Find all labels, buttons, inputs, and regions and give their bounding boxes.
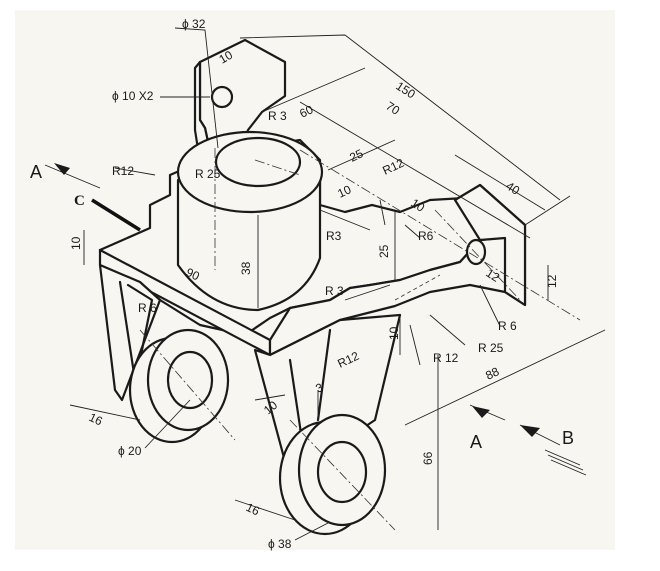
view-labels: A C A B — [30, 162, 574, 452]
boss-bore — [214, 136, 302, 188]
dim-r6-right: R 6 — [498, 319, 517, 333]
dim-10-mid: 10 — [335, 182, 353, 200]
dim-16-left: 16 — [87, 410, 105, 428]
dim-10-top: 10 — [217, 48, 236, 67]
dimension-lines — [69, 27, 606, 541]
dim-r6-left: R 6 — [138, 301, 157, 315]
dim-phi38: ϕ 38 — [268, 537, 292, 551]
section-c-line — [91, 198, 141, 232]
dim-phi10x2: ϕ 10 X2 — [112, 89, 154, 103]
view-c-label: C — [74, 193, 85, 209]
dim-16-bottom: 16 — [244, 500, 262, 518]
view-a-right-label: A — [470, 432, 482, 452]
dim-r12-left: R12 — [112, 164, 134, 178]
dim-25-top: 25 — [347, 146, 365, 164]
view-b-label: B — [562, 428, 574, 448]
arrow-b-hatch — [544, 449, 587, 476]
dim-12-right: 12 — [545, 274, 559, 288]
right-lug — [453, 183, 527, 307]
dim-r12-right: R 12 — [433, 351, 459, 365]
dim-r25-right: R 25 — [478, 341, 504, 355]
center-lines — [139, 148, 581, 531]
dim-phi32: ϕ 32 — [182, 17, 206, 31]
arrow-a-left-line — [44, 164, 101, 189]
dim-r3-mid: R3 — [326, 229, 342, 243]
dim-phi20: ϕ 20 — [118, 444, 142, 458]
view-arrows — [44, 163, 587, 476]
arrow-a-right-head — [472, 406, 490, 418]
dim-r3-top: R 3 — [268, 109, 287, 123]
dim-25-vert: 25 — [377, 244, 391, 258]
arrow-a-left-head — [54, 163, 70, 175]
left-upright-hole — [210, 85, 234, 109]
arrow-b-head — [520, 425, 540, 437]
dim-r6-top: R6 — [418, 229, 434, 243]
dim-r25-boss: R 25 — [195, 167, 221, 181]
right-lug-hole — [465, 238, 487, 266]
part-body — [98, 38, 527, 536]
dim-10-left: 10 — [69, 236, 83, 250]
dim-66: 66 — [421, 451, 435, 465]
left-wheel-hub — [166, 350, 214, 410]
dim-10-rib: 10 — [387, 326, 401, 340]
dim-r3-low: R 3 — [325, 284, 344, 298]
dim-90: 90 — [184, 265, 202, 283]
dim-88: 88 — [483, 364, 501, 382]
dim-38: 38 — [239, 261, 253, 275]
view-a-left-label: A — [30, 162, 42, 182]
dim-60: 60 — [297, 102, 315, 120]
dimension-labels: ϕ 32 ϕ 10 X2 10 R 3 60 150 70 25 R12 40 … — [69, 17, 559, 551]
right-wheel-hub — [316, 440, 368, 504]
left-leg-inner — [118, 280, 154, 382]
